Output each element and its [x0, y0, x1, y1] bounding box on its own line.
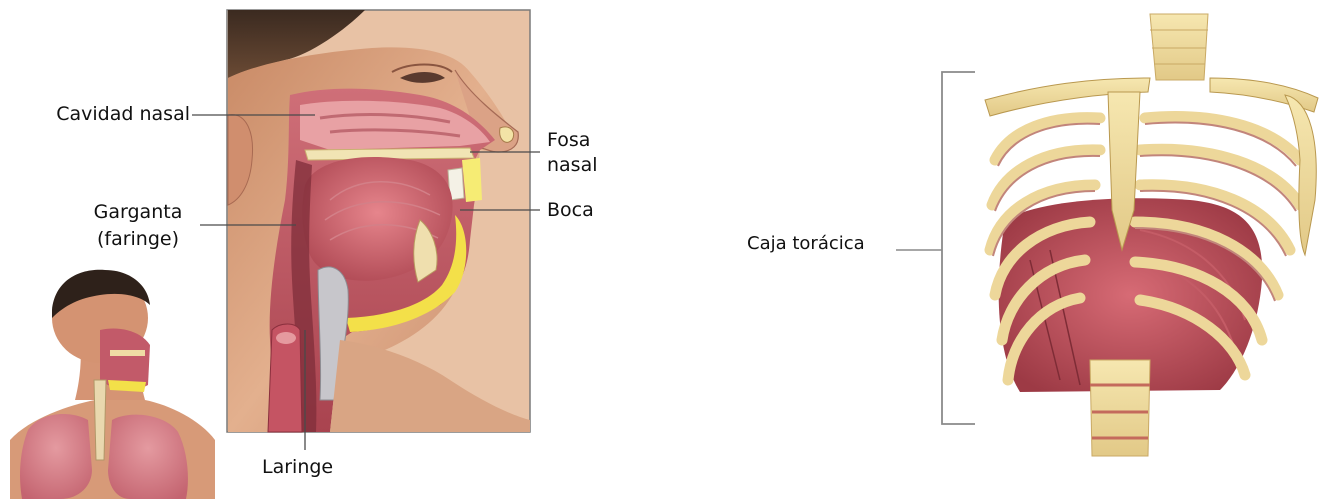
cervical-spine: [1150, 14, 1208, 80]
right-scapula: [1285, 95, 1316, 255]
label-rib-cage: Caja torácica: [747, 232, 865, 255]
rib-cage-bracket: [942, 72, 975, 424]
thoracic-spine: [1090, 360, 1150, 456]
